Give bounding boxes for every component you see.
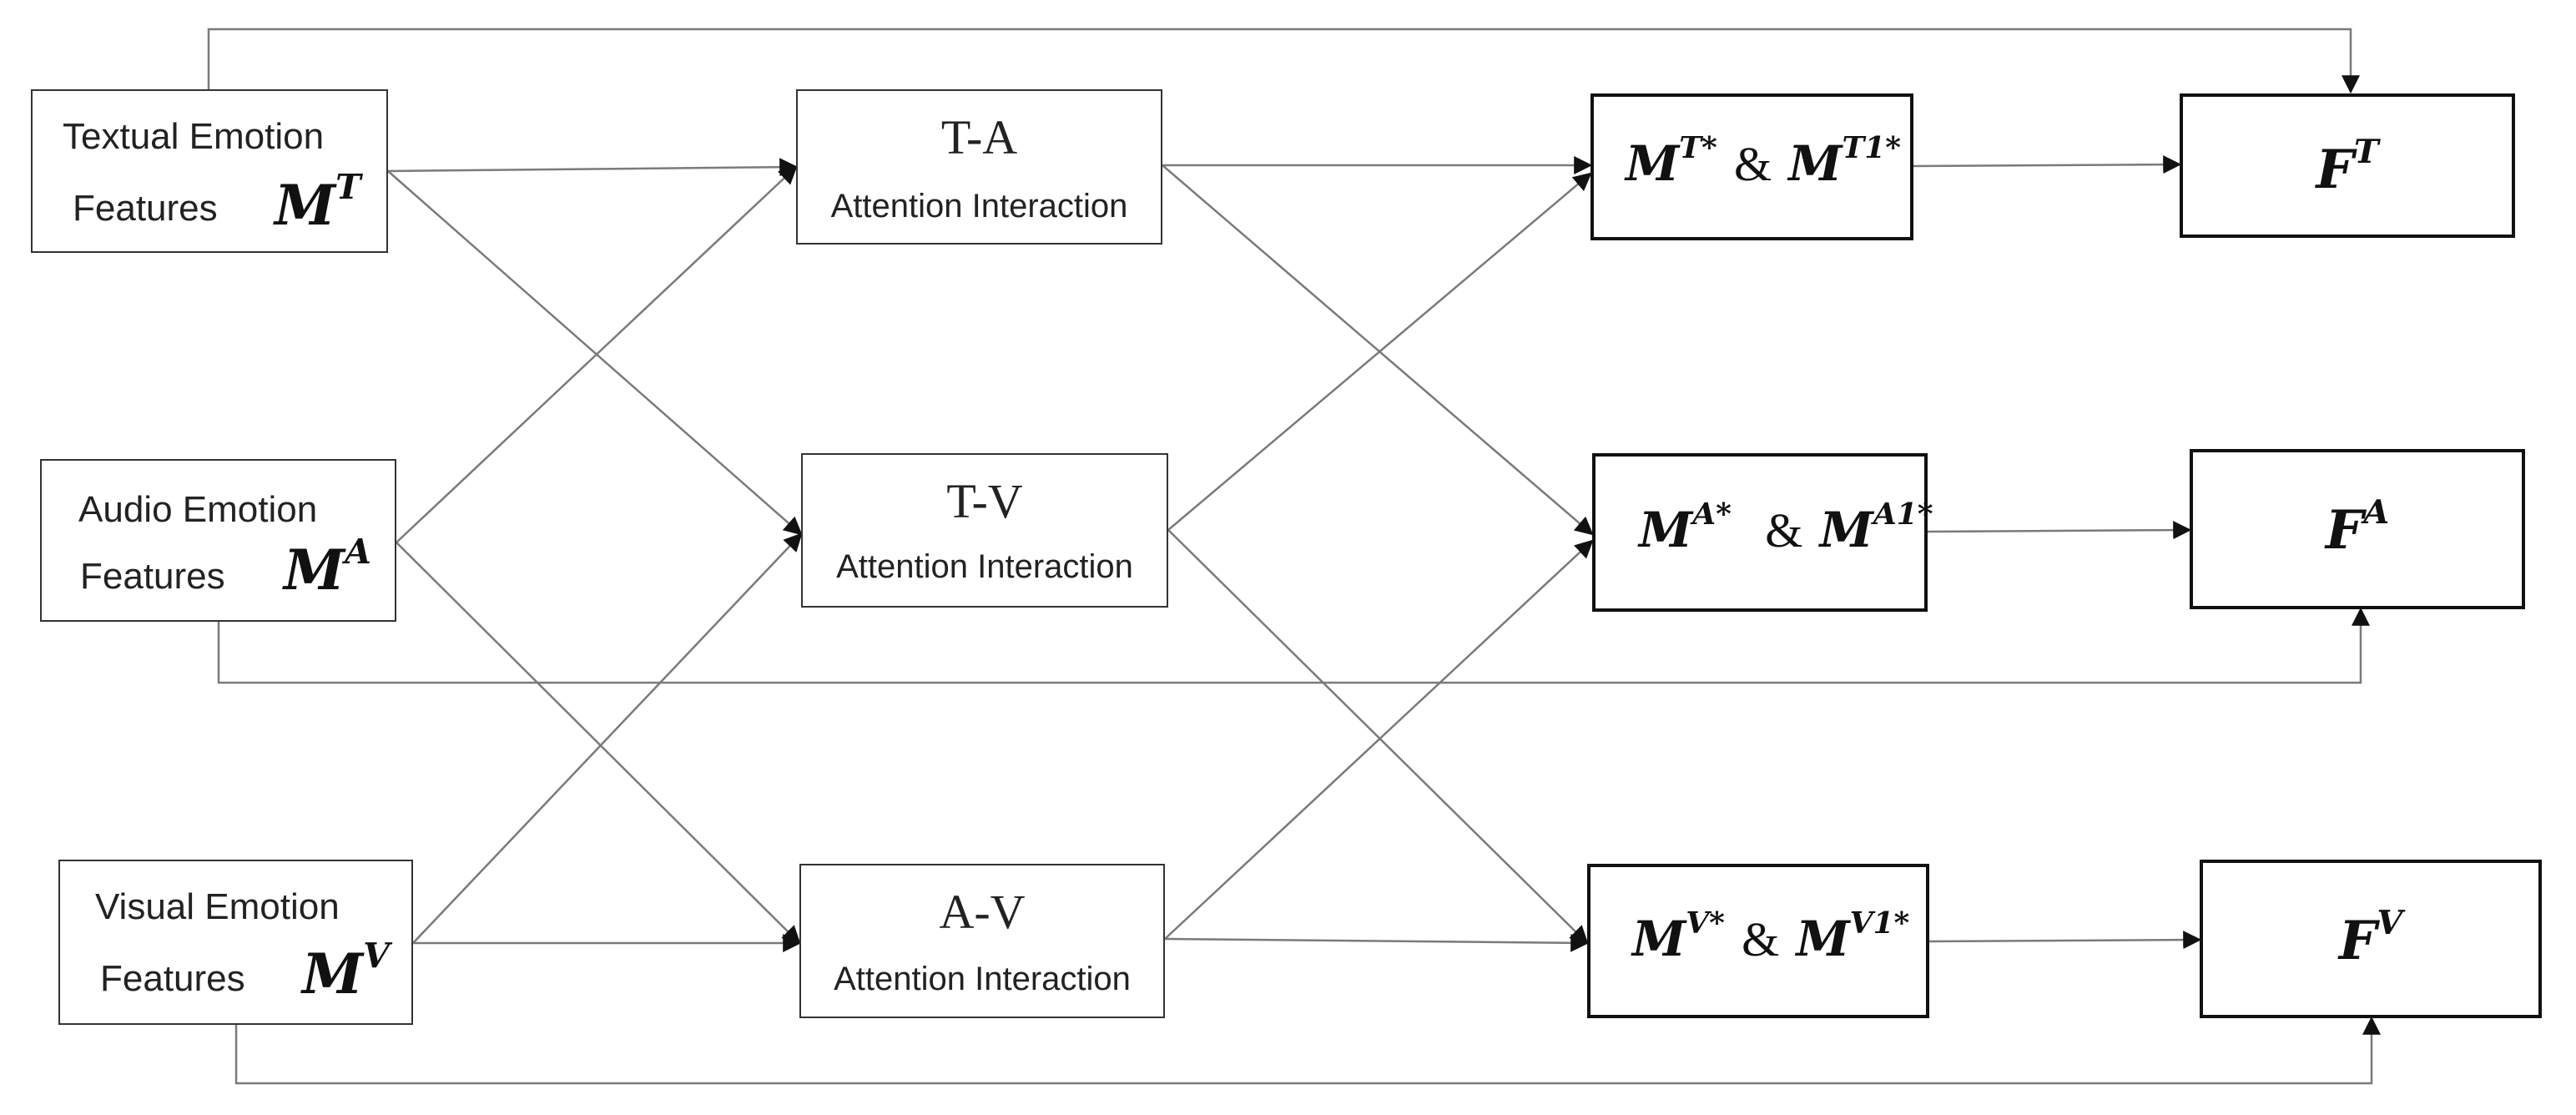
textual-features-symbol: MT	[275, 167, 361, 238]
visual-features-symbol: MV	[302, 936, 390, 1007]
visual-features-box: Visual Emotion Features MV	[58, 860, 413, 1025]
mt-merged-box: MT* & MT1*	[1590, 93, 1913, 240]
av-attention-subtitle: Attention Interaction	[834, 961, 1131, 997]
tv-attention-box: T-V Attention Interaction	[801, 453, 1168, 608]
arrow-mt-to-ft	[1913, 155, 2182, 174]
arrow-audio-to-ta	[396, 165, 798, 543]
audio-features-box: Audio Emotion Features MA	[40, 459, 396, 622]
ta-attention-box: T-A Attention Interaction	[796, 89, 1162, 245]
fv-output-symbol: FV	[2338, 904, 2403, 972]
ma-merged-expression: MA* & MA1*	[1639, 497, 1933, 558]
ta-attention-subtitle: Attention Interaction	[830, 188, 1128, 225]
arrow-mv-to-fv	[1928, 931, 2202, 950]
textual-features-box: Textual Emotion Features MT	[31, 89, 388, 253]
ft-output-box: FT	[2180, 93, 2515, 238]
av-attention-title: A-V	[939, 885, 1026, 939]
av-attention-box: A-V Attention Interaction	[799, 864, 1165, 1018]
tv-attention-subtitle: Attention Interaction	[836, 548, 1133, 585]
mv-merged-expression: MV* & MV1*	[1632, 906, 1910, 967]
visual-features-line2: Features	[100, 958, 245, 999]
ft-output-symbol: FT	[2316, 133, 2379, 201]
fa-output-box: FA	[2190, 449, 2525, 609]
visual-features-line1: Visual Emotion	[95, 886, 340, 927]
mv-merged-box: MV* & MV1*	[1587, 864, 1929, 1018]
audio-features-line1: Audio Emotion	[78, 489, 318, 530]
skip-audio-to-fa	[217, 607, 2370, 684]
arrow-ma-to-fa	[1927, 521, 2192, 540]
audio-features-symbol: MA	[284, 532, 371, 603]
textual-features-line2: Features	[73, 188, 218, 229]
skip-visual-to-fv	[234, 1016, 2381, 1085]
arrow-tv-to-mt	[1167, 172, 1592, 531]
textual-features-line1: Textual Emotion	[63, 116, 325, 157]
arrow-textual-to-ta	[387, 158, 799, 177]
arrow-av-to-mv	[1164, 933, 1590, 952]
fa-output-symbol: FA	[2325, 493, 2390, 562]
ma-merged-box: MA* & MA1*	[1592, 453, 1933, 612]
ta-attention-title: T-A	[940, 110, 1018, 164]
fv-output-box: FV	[2200, 860, 2542, 1018]
arrow-tv-to-mv	[1167, 529, 1589, 945]
tv-attention-title: T-V	[946, 474, 1023, 528]
skip-textual-to-ft	[207, 28, 2360, 94]
audio-features-line2: Features	[80, 556, 225, 597]
arrow-ta-to-ma	[1162, 164, 1594, 536]
arrow-audio-to-av	[396, 542, 801, 945]
arrow-visual-to-tv	[412, 532, 803, 944]
mt-merged-expression: MT* & MT1*	[1626, 130, 1902, 192]
arrow-av-to-ma	[1164, 539, 1594, 940]
arrow-textual-to-tv	[387, 170, 803, 536]
